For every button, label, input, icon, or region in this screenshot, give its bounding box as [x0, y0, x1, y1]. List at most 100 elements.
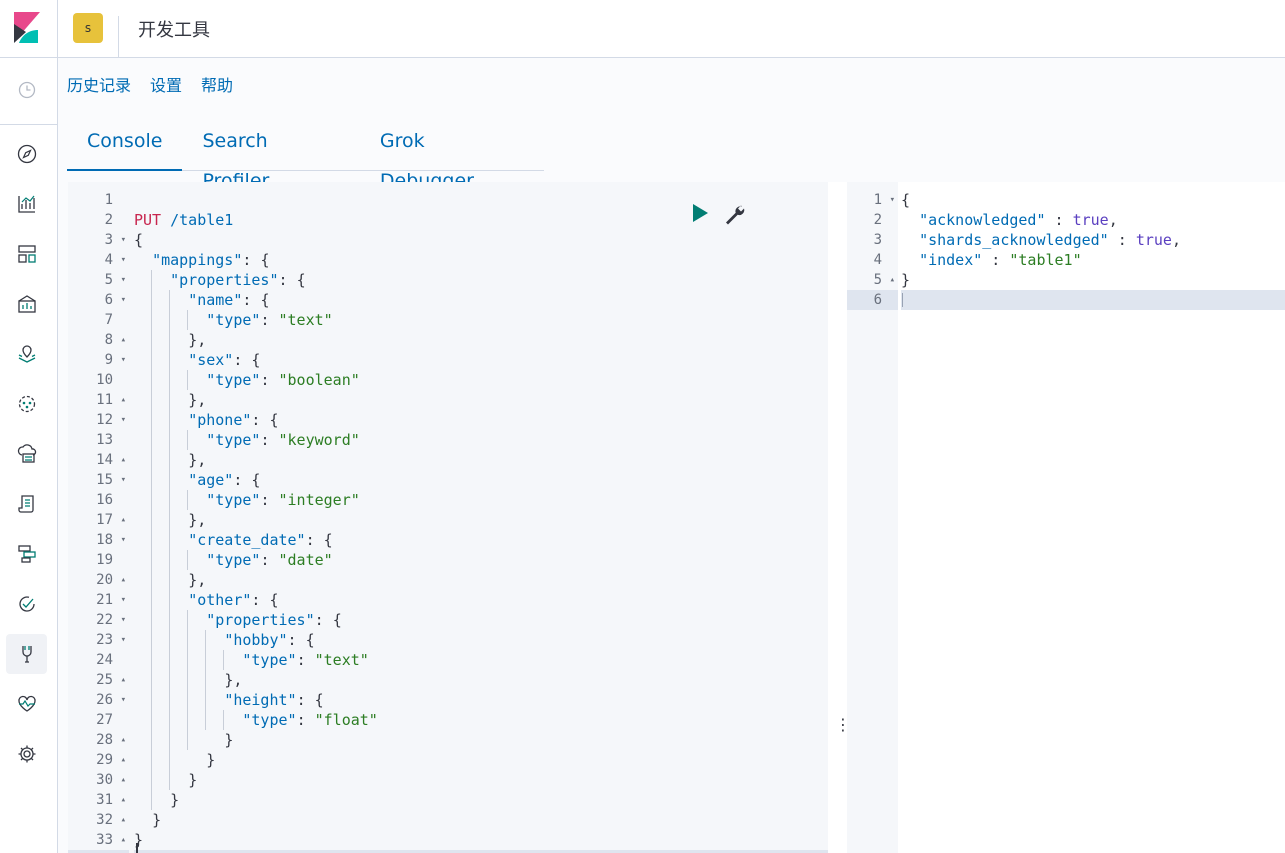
- code-line: "create_date": {: [188, 531, 333, 549]
- line-number: 32▴: [96, 812, 126, 828]
- editor-resize-handle[interactable]: ⋮: [828, 182, 851, 853]
- code-line: "type": "keyword": [206, 431, 360, 449]
- management-gear-icon[interactable]: [6, 734, 47, 774]
- line-number: 16: [96, 492, 113, 508]
- code-line: "other": {: [188, 591, 279, 609]
- request-code-area[interactable]: PUT /table1{ "mappings": { "properties":…: [134, 182, 828, 853]
- fold-arrow-up-icon[interactable]: ▴: [120, 455, 126, 465]
- history-link[interactable]: 历史记录: [67, 76, 132, 95]
- line-number: 17▴: [96, 512, 126, 528]
- uptime-icon[interactable]: [6, 584, 47, 624]
- help-link[interactable]: 帮助: [201, 76, 234, 95]
- fold-arrow-up-icon[interactable]: ▴: [120, 735, 126, 745]
- line-number: 2: [873, 212, 882, 228]
- request-options-wrench-icon[interactable]: [722, 202, 746, 226]
- sidebar-divider: [0, 124, 58, 125]
- recent-clock-icon[interactable]: [6, 70, 47, 110]
- maps-icon[interactable]: [6, 334, 47, 374]
- line-number: 2: [104, 212, 113, 228]
- line-number: 10: [96, 372, 113, 388]
- dashboard-icon[interactable]: [6, 234, 47, 274]
- line-number: 3: [873, 232, 882, 248]
- fold-arrow-up-icon[interactable]: ▴: [889, 275, 895, 285]
- logs-icon[interactable]: [6, 484, 47, 524]
- line-number: 25▴: [96, 672, 126, 688]
- tab-console[interactable]: Console: [67, 121, 183, 171]
- fold-arrow-up-icon[interactable]: ▴: [120, 515, 126, 525]
- code-line: "acknowledged" : true,: [919, 211, 1118, 229]
- fold-arrow-up-icon[interactable]: ▴: [120, 575, 126, 585]
- fold-arrow-up-icon[interactable]: ▴: [120, 675, 126, 685]
- fold-arrow-up-icon[interactable]: ▴: [120, 395, 126, 405]
- fold-arrow-up-icon[interactable]: ▴: [120, 755, 126, 765]
- indent-guide: [169, 290, 170, 790]
- monitoring-heart-icon[interactable]: [6, 684, 47, 724]
- fold-arrow-down-icon[interactable]: ▾: [120, 535, 126, 545]
- fold-arrow-down-icon[interactable]: ▾: [889, 195, 895, 205]
- line-number: 8▴: [104, 332, 126, 348]
- indent-guide: [151, 270, 152, 810]
- dev-tools-icon[interactable]: [6, 634, 47, 674]
- code-line: "name": {: [188, 291, 270, 309]
- space-avatar[interactable]: s: [73, 13, 103, 43]
- line-number: 27: [96, 712, 113, 728]
- infrastructure-icon[interactable]: [6, 434, 47, 474]
- settings-link[interactable]: 设置: [150, 76, 183, 95]
- code-line: },: [224, 671, 243, 689]
- tab-search-profiler[interactable]: Search Profiler: [202, 130, 270, 192]
- fold-arrow-down-icon[interactable]: ▾: [120, 235, 126, 245]
- fold-arrow-up-icon[interactable]: ▴: [120, 815, 126, 825]
- fold-arrow-down-icon[interactable]: ▾: [120, 415, 126, 425]
- line-number: 12▾: [96, 412, 126, 428]
- code-line: "type": "text": [242, 651, 369, 669]
- fold-arrow-down-icon[interactable]: ▾: [120, 695, 126, 705]
- apm-icon[interactable]: [6, 534, 47, 574]
- line-number: 4▾: [104, 252, 126, 268]
- code-line: }: [170, 791, 180, 809]
- code-line: "properties": {: [170, 271, 306, 289]
- discover-compass-icon[interactable]: [6, 134, 47, 174]
- fold-arrow-up-icon[interactable]: ▴: [120, 775, 126, 785]
- line-number: 23▾: [96, 632, 126, 648]
- line-number: 21▾: [96, 592, 126, 608]
- indent-guide: [187, 490, 188, 510]
- fold-arrow-up-icon[interactable]: ▴: [120, 335, 126, 345]
- line-number: 9▾: [104, 352, 126, 368]
- code-line: },: [188, 571, 207, 589]
- fold-arrow-down-icon[interactable]: ▾: [120, 275, 126, 285]
- line-number: 3▾: [104, 232, 126, 248]
- fold-arrow-up-icon[interactable]: ▴: [120, 795, 126, 805]
- page-title: 开发工具: [138, 20, 210, 41]
- header-divider: [118, 16, 119, 58]
- code-line: }: [188, 771, 198, 789]
- line-number: 1▾: [873, 192, 895, 208]
- fold-arrow-down-icon[interactable]: ▾: [120, 255, 126, 265]
- code-line: }: [206, 751, 216, 769]
- indent-guide: [187, 550, 188, 570]
- code-line: "type": "text": [206, 311, 333, 329]
- visualize-chart-icon[interactable]: [6, 184, 47, 224]
- fold-arrow-down-icon[interactable]: ▾: [120, 595, 126, 605]
- canvas-icon[interactable]: [6, 284, 47, 324]
- code-line: "height": {: [224, 691, 324, 709]
- machine-learning-icon[interactable]: [6, 384, 47, 424]
- code-line: "properties": {: [206, 611, 342, 629]
- line-number: 13: [96, 432, 113, 448]
- active-line-highlight: [134, 850, 828, 853]
- fold-arrow-down-icon[interactable]: ▾: [120, 355, 126, 365]
- kibana-logo-icon[interactable]: [14, 12, 40, 43]
- fold-arrow-up-icon[interactable]: ▴: [120, 835, 126, 845]
- fold-arrow-down-icon[interactable]: ▾: [120, 475, 126, 485]
- send-request-play-icon[interactable]: [690, 202, 710, 224]
- line-number: 14▴: [96, 452, 126, 468]
- fold-arrow-down-icon[interactable]: ▾: [120, 615, 126, 625]
- line-number: 15▾: [96, 472, 126, 488]
- tab-grok-debugger[interactable]: Grok Debugger: [379, 130, 474, 192]
- fold-arrow-down-icon[interactable]: ▾: [120, 635, 126, 645]
- fold-arrow-down-icon[interactable]: ▾: [120, 295, 126, 305]
- response-code-area: { "acknowledged" : true, "shards_acknowl…: [901, 182, 1285, 853]
- line-number: 20▴: [96, 572, 126, 588]
- line-number: 7: [104, 312, 113, 328]
